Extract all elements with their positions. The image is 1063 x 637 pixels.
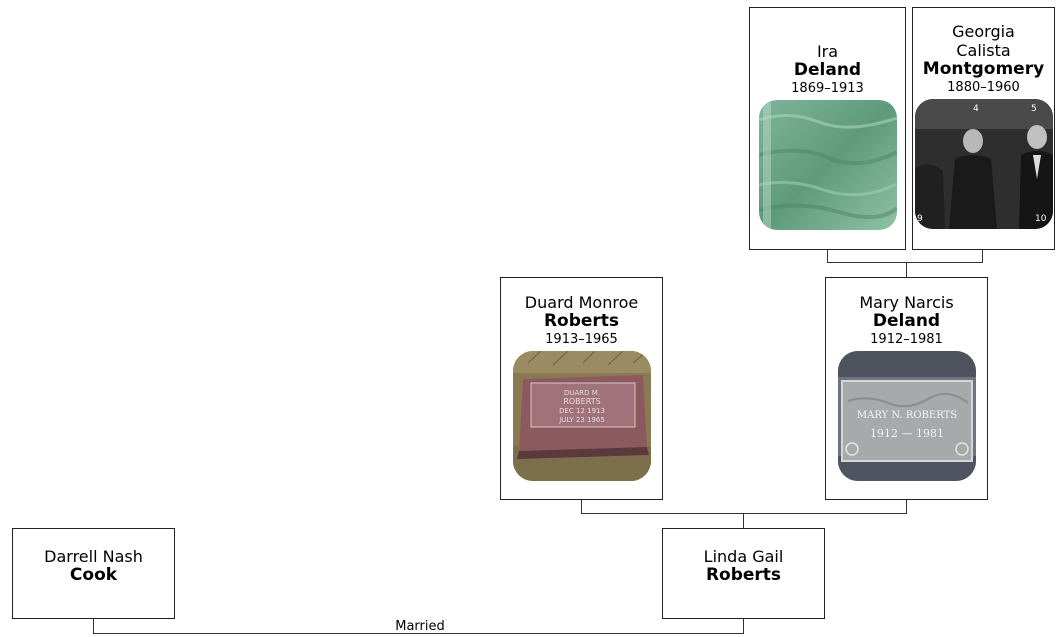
marker-text: DEC 12 1913 xyxy=(559,407,605,415)
photo-number: 4 xyxy=(973,104,979,114)
surname: Deland xyxy=(793,60,862,80)
person-card-linda-roberts[interactable]: Linda Gail Roberts xyxy=(662,528,825,619)
surname: Deland xyxy=(872,311,941,331)
surname: Roberts xyxy=(543,311,620,331)
photo-number: 9 xyxy=(917,214,923,224)
photo-number: 10 xyxy=(1035,214,1047,224)
surname: Montgomery xyxy=(922,59,1045,79)
life-dates: 1869–1913 xyxy=(791,81,864,96)
surname: Cook xyxy=(69,565,118,585)
marker-text: ROBERTS xyxy=(563,397,600,406)
connector-ira-georgia xyxy=(827,250,983,263)
marker-text: 1912 — 1981 xyxy=(870,427,944,440)
grave-marker-photo-icon: DUARD M. ROBERTS DEC 12 1913 JULY 23 196… xyxy=(512,351,651,481)
person-card-darrell-cook[interactable]: Darrell Nash Cook xyxy=(12,528,175,619)
marker-text: MARY N. ROBERTS xyxy=(856,410,956,421)
life-dates: 1912–1981 xyxy=(870,332,943,347)
marker-text: DUARD M. xyxy=(563,389,599,397)
surname: Roberts xyxy=(705,565,782,585)
person-card-georgia-montgomery[interactable]: Georgia Calista Montgomery 1880–1960 4 5… xyxy=(912,7,1055,250)
grave-marker-photo-icon: MARY N. ROBERTS 1912 — 1981 xyxy=(837,351,976,481)
given-name: Duard Monroe xyxy=(524,293,639,312)
given-name: Georgia Calista xyxy=(952,22,1015,60)
connector-duard-mary xyxy=(581,500,907,514)
life-dates: 1913–1965 xyxy=(545,332,618,347)
given-name: Mary Narcis xyxy=(859,293,954,312)
relationship-label: Married xyxy=(395,619,445,634)
given-name: Darrell Nash xyxy=(44,547,143,566)
family-portrait-photo-icon: 4 5 9 10 xyxy=(914,99,1053,229)
photo-number: 5 xyxy=(1031,104,1037,114)
headstone-photo-icon xyxy=(758,100,897,230)
life-dates: 1880–1960 xyxy=(947,80,1020,95)
person-card-ira-deland[interactable]: Ira Deland 1869–1913 xyxy=(749,7,906,250)
marker-text: JULY 23 1965 xyxy=(558,416,605,424)
person-card-duard-roberts[interactable]: Duard Monroe Roberts 1913–1965 DUARD M. … xyxy=(500,277,663,500)
given-name: Ira xyxy=(816,42,839,61)
person-card-mary-deland[interactable]: Mary Narcis Deland 1912–1981 MARY N. ROB… xyxy=(825,277,988,500)
given-name: Linda Gail xyxy=(703,547,784,566)
